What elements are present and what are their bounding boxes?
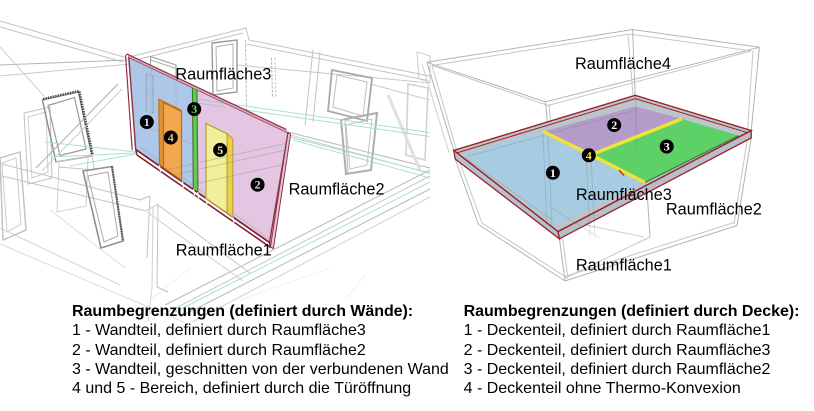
- svg-text:Raumfläche2: Raumfläche2: [666, 201, 762, 219]
- svg-text:4: 4: [586, 148, 592, 162]
- svg-text:Raumfläche4: Raumfläche4: [575, 55, 671, 73]
- svg-text:4: 4: [168, 131, 174, 145]
- svg-text:Raumfläche2: Raumfläche2: [289, 181, 385, 199]
- svg-text:Raumfläche1: Raumfläche1: [576, 257, 672, 275]
- svg-text:5: 5: [217, 143, 223, 157]
- svg-text:1: 1: [144, 115, 150, 129]
- svg-text:3: 3: [664, 140, 670, 154]
- svg-text:Raumfläche1: Raumfläche1: [176, 242, 272, 260]
- svg-text:1: 1: [550, 166, 556, 180]
- svg-text:Raumfläche3: Raumfläche3: [576, 186, 672, 204]
- svg-text:Raumfläche3: Raumfläche3: [175, 66, 271, 84]
- svg-text:2: 2: [611, 118, 617, 132]
- svg-text:2: 2: [255, 178, 261, 192]
- svg-text:3: 3: [191, 102, 197, 116]
